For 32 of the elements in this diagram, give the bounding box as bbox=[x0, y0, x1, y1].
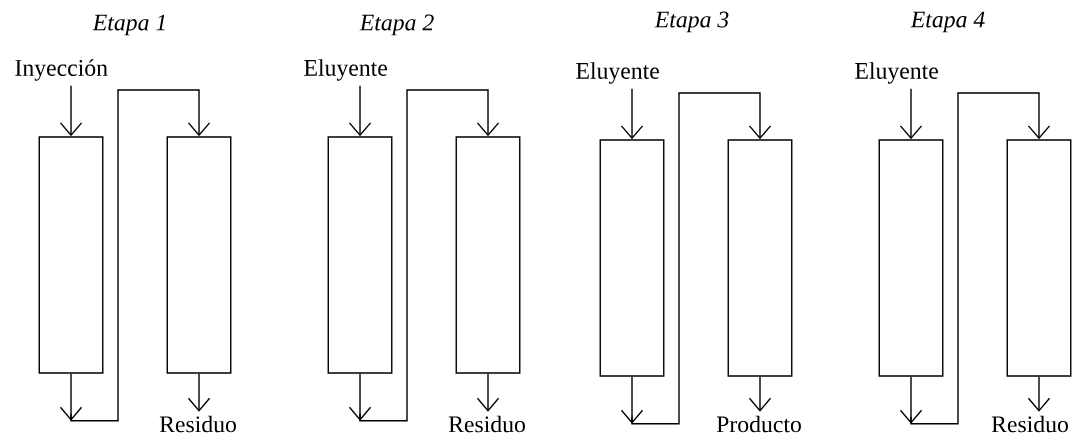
column-box bbox=[166, 136, 232, 374]
outlet-label: Residuo bbox=[448, 415, 525, 433]
column-box bbox=[38, 136, 104, 374]
column-box bbox=[878, 139, 944, 377]
stage-title: Etapa 1 bbox=[92, 14, 165, 36]
arrow bbox=[748, 376, 772, 412]
column-box bbox=[327, 136, 393, 374]
outlet-label: Producto bbox=[716, 415, 801, 433]
transfer-arrow bbox=[620, 92, 772, 425]
arrow bbox=[59, 85, 83, 137]
stage-title: Etapa 3 bbox=[654, 11, 729, 33]
column-box bbox=[455, 136, 521, 374]
outlet-label: Residuo bbox=[159, 415, 236, 433]
column-box bbox=[1006, 139, 1072, 377]
arrow bbox=[348, 85, 372, 137]
transfer-arrow bbox=[348, 89, 500, 422]
transfer-arrow bbox=[59, 89, 211, 422]
arrow bbox=[620, 88, 644, 140]
arrow bbox=[187, 373, 211, 412]
inlet-label: Eluyente bbox=[576, 62, 659, 84]
column-box bbox=[599, 139, 665, 377]
arrow bbox=[1027, 376, 1051, 412]
inlet-label: Eluyente bbox=[304, 59, 387, 81]
arrow bbox=[476, 373, 500, 412]
inlet-label: Eluyente bbox=[855, 62, 938, 84]
stage-title: Etapa 2 bbox=[359, 14, 434, 36]
column-box bbox=[727, 139, 793, 377]
arrow bbox=[899, 88, 923, 140]
stage-title: Etapa 4 bbox=[910, 11, 985, 33]
inlet-label: Inyección bbox=[15, 59, 108, 81]
transfer-arrow bbox=[899, 92, 1051, 425]
outlet-label: Residuo bbox=[991, 415, 1068, 433]
